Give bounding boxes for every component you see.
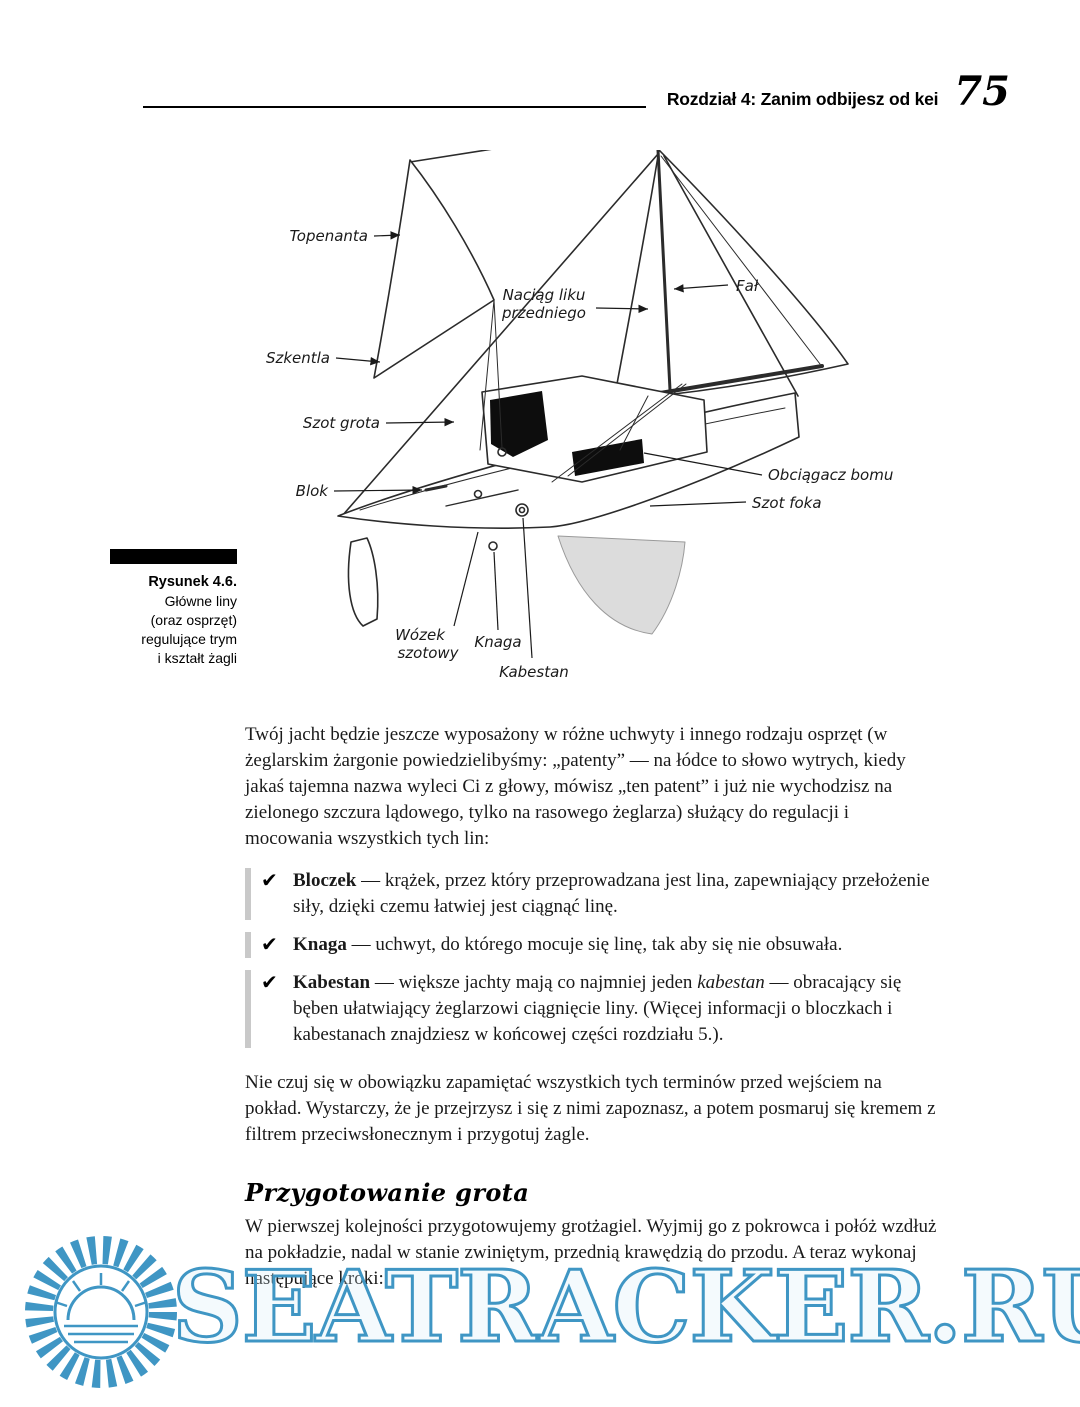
caption-bar: [110, 549, 237, 564]
page-header: Rozdział 4: Zanim odbijesz od kei 75: [667, 68, 1010, 115]
label-szot-foka: Szot foka: [752, 494, 822, 512]
caption-line: Główne liny: [164, 593, 237, 609]
boat-drawing: [337, 145, 849, 635]
label-knaga: Knaga: [474, 633, 521, 651]
list-text: — obracający się bęben ułatwiający żegla…: [293, 972, 902, 1045]
intro-paragraph: Twój jacht będzie jeszcze wyposażony w r…: [245, 724, 906, 849]
label-topenanta: Topenanta: [289, 227, 368, 245]
note-paragraph: Nie czuj się w obowiązku zapamiętać wszy…: [245, 1072, 936, 1145]
label-naciag-2: przedniego: [501, 304, 586, 322]
label-obciagacz-bomu: Obciągacz bomu: [768, 466, 893, 484]
list-text: — uchwyt, do którego mocuje się linę, ta…: [346, 934, 843, 955]
chapter-title: Rozdział 4: Zanim odbijesz od kei: [666, 89, 939, 109]
label-blok: Blok: [296, 482, 330, 500]
label-naciag-1: Naciąg liku: [503, 286, 586, 304]
checkmark-icon: ✔: [261, 970, 278, 994]
label-kabestan: Kabestan: [499, 663, 569, 681]
section-heading: Przygotowanie grota: [245, 1178, 530, 1207]
figure-caption: Rysunek 4.6. Główne liny (oraz osprzęt) …: [110, 549, 237, 668]
list-term: Kabestan: [293, 972, 371, 993]
label-wozek-1: Wózek: [395, 626, 446, 644]
sailboat-diagram: Topenanta Naciąg liku przedniego Fał Szk…: [250, 145, 910, 710]
page-number: 75: [954, 68, 1010, 115]
checkmark-icon: ✔: [261, 932, 278, 956]
list-text: — krążek, przez który przeprowadzana jes…: [293, 870, 930, 917]
label-fal: Fał: [736, 277, 759, 295]
body-column: Twój jacht będzie jeszcze wyposażony w r…: [245, 722, 939, 1292]
caption-line: (oraz osprzęt): [150, 612, 237, 628]
label-szkentla: Szkentla: [266, 349, 330, 367]
list-term: Bloczek: [293, 870, 357, 891]
header-rule: [143, 106, 646, 108]
label-wozek-2: szotowy: [397, 644, 459, 662]
list-item: ✔ Bloczek — krążek, przez który przeprow…: [245, 868, 939, 920]
sun-logo-icon: [25, 1236, 177, 1388]
prep-paragraph: W pierwszej kolejności przygotowujemy gr…: [245, 1216, 937, 1289]
pointer-lines: [333, 231, 763, 659]
caption-line: i kształt żagli: [157, 650, 237, 666]
list-item: ✔ Knaga — uchwyt, do którego mocuje się …: [245, 932, 939, 958]
sailboat-figure: Topenanta Naciąg liku przedniego Fał Szk…: [266, 145, 893, 681]
caption-title: Rysunek 4.6.: [148, 574, 237, 590]
label-szot-grota: Szot grota: [303, 414, 380, 432]
checkmark-icon: ✔: [261, 868, 278, 892]
checklist: ✔ Bloczek — krążek, przez który przeprow…: [245, 868, 939, 1048]
caption-line: regulujące trym: [141, 631, 237, 647]
list-term: Knaga: [293, 934, 347, 955]
list-text-italic: kabestan: [697, 972, 765, 993]
list-item: ✔ Kabestan — większe jachty mają co najm…: [245, 970, 939, 1048]
list-text: — większe jachty mają co najmniej jeden: [370, 972, 698, 993]
diagram-labels: Topenanta Naciąg liku przedniego Fał Szk…: [266, 227, 893, 681]
